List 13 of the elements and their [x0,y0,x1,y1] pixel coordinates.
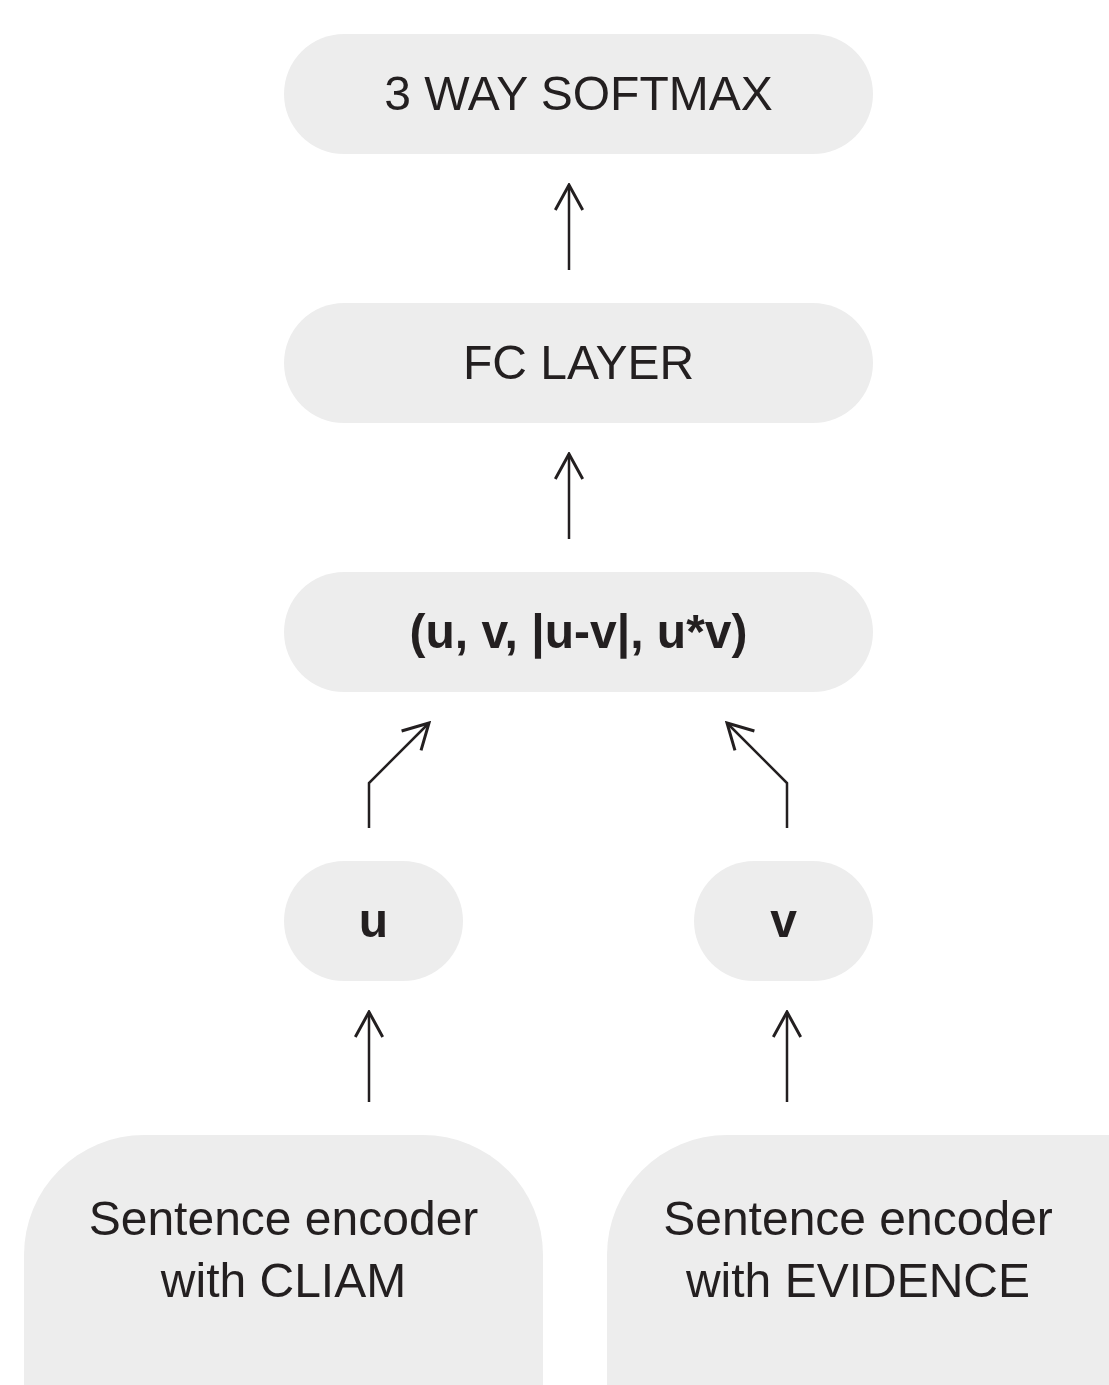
arrow [725,721,789,828]
arrow [367,721,431,828]
node-label: (u, v, |u-v|, u*v) [409,604,748,661]
node-label: u [358,893,389,949]
arrow [553,452,585,539]
node-label: 3 WAY SOFTMAX [384,66,773,122]
node-label: Sentence encoder with EVIDENCE [662,1191,1054,1309]
node-label: FC LAYER [462,335,695,391]
arrow [553,183,585,270]
arrow [353,1010,385,1102]
node-label: Sentence encoder with CLIAM [87,1191,480,1309]
node-label: v [770,893,797,949]
arrow [771,1010,803,1102]
